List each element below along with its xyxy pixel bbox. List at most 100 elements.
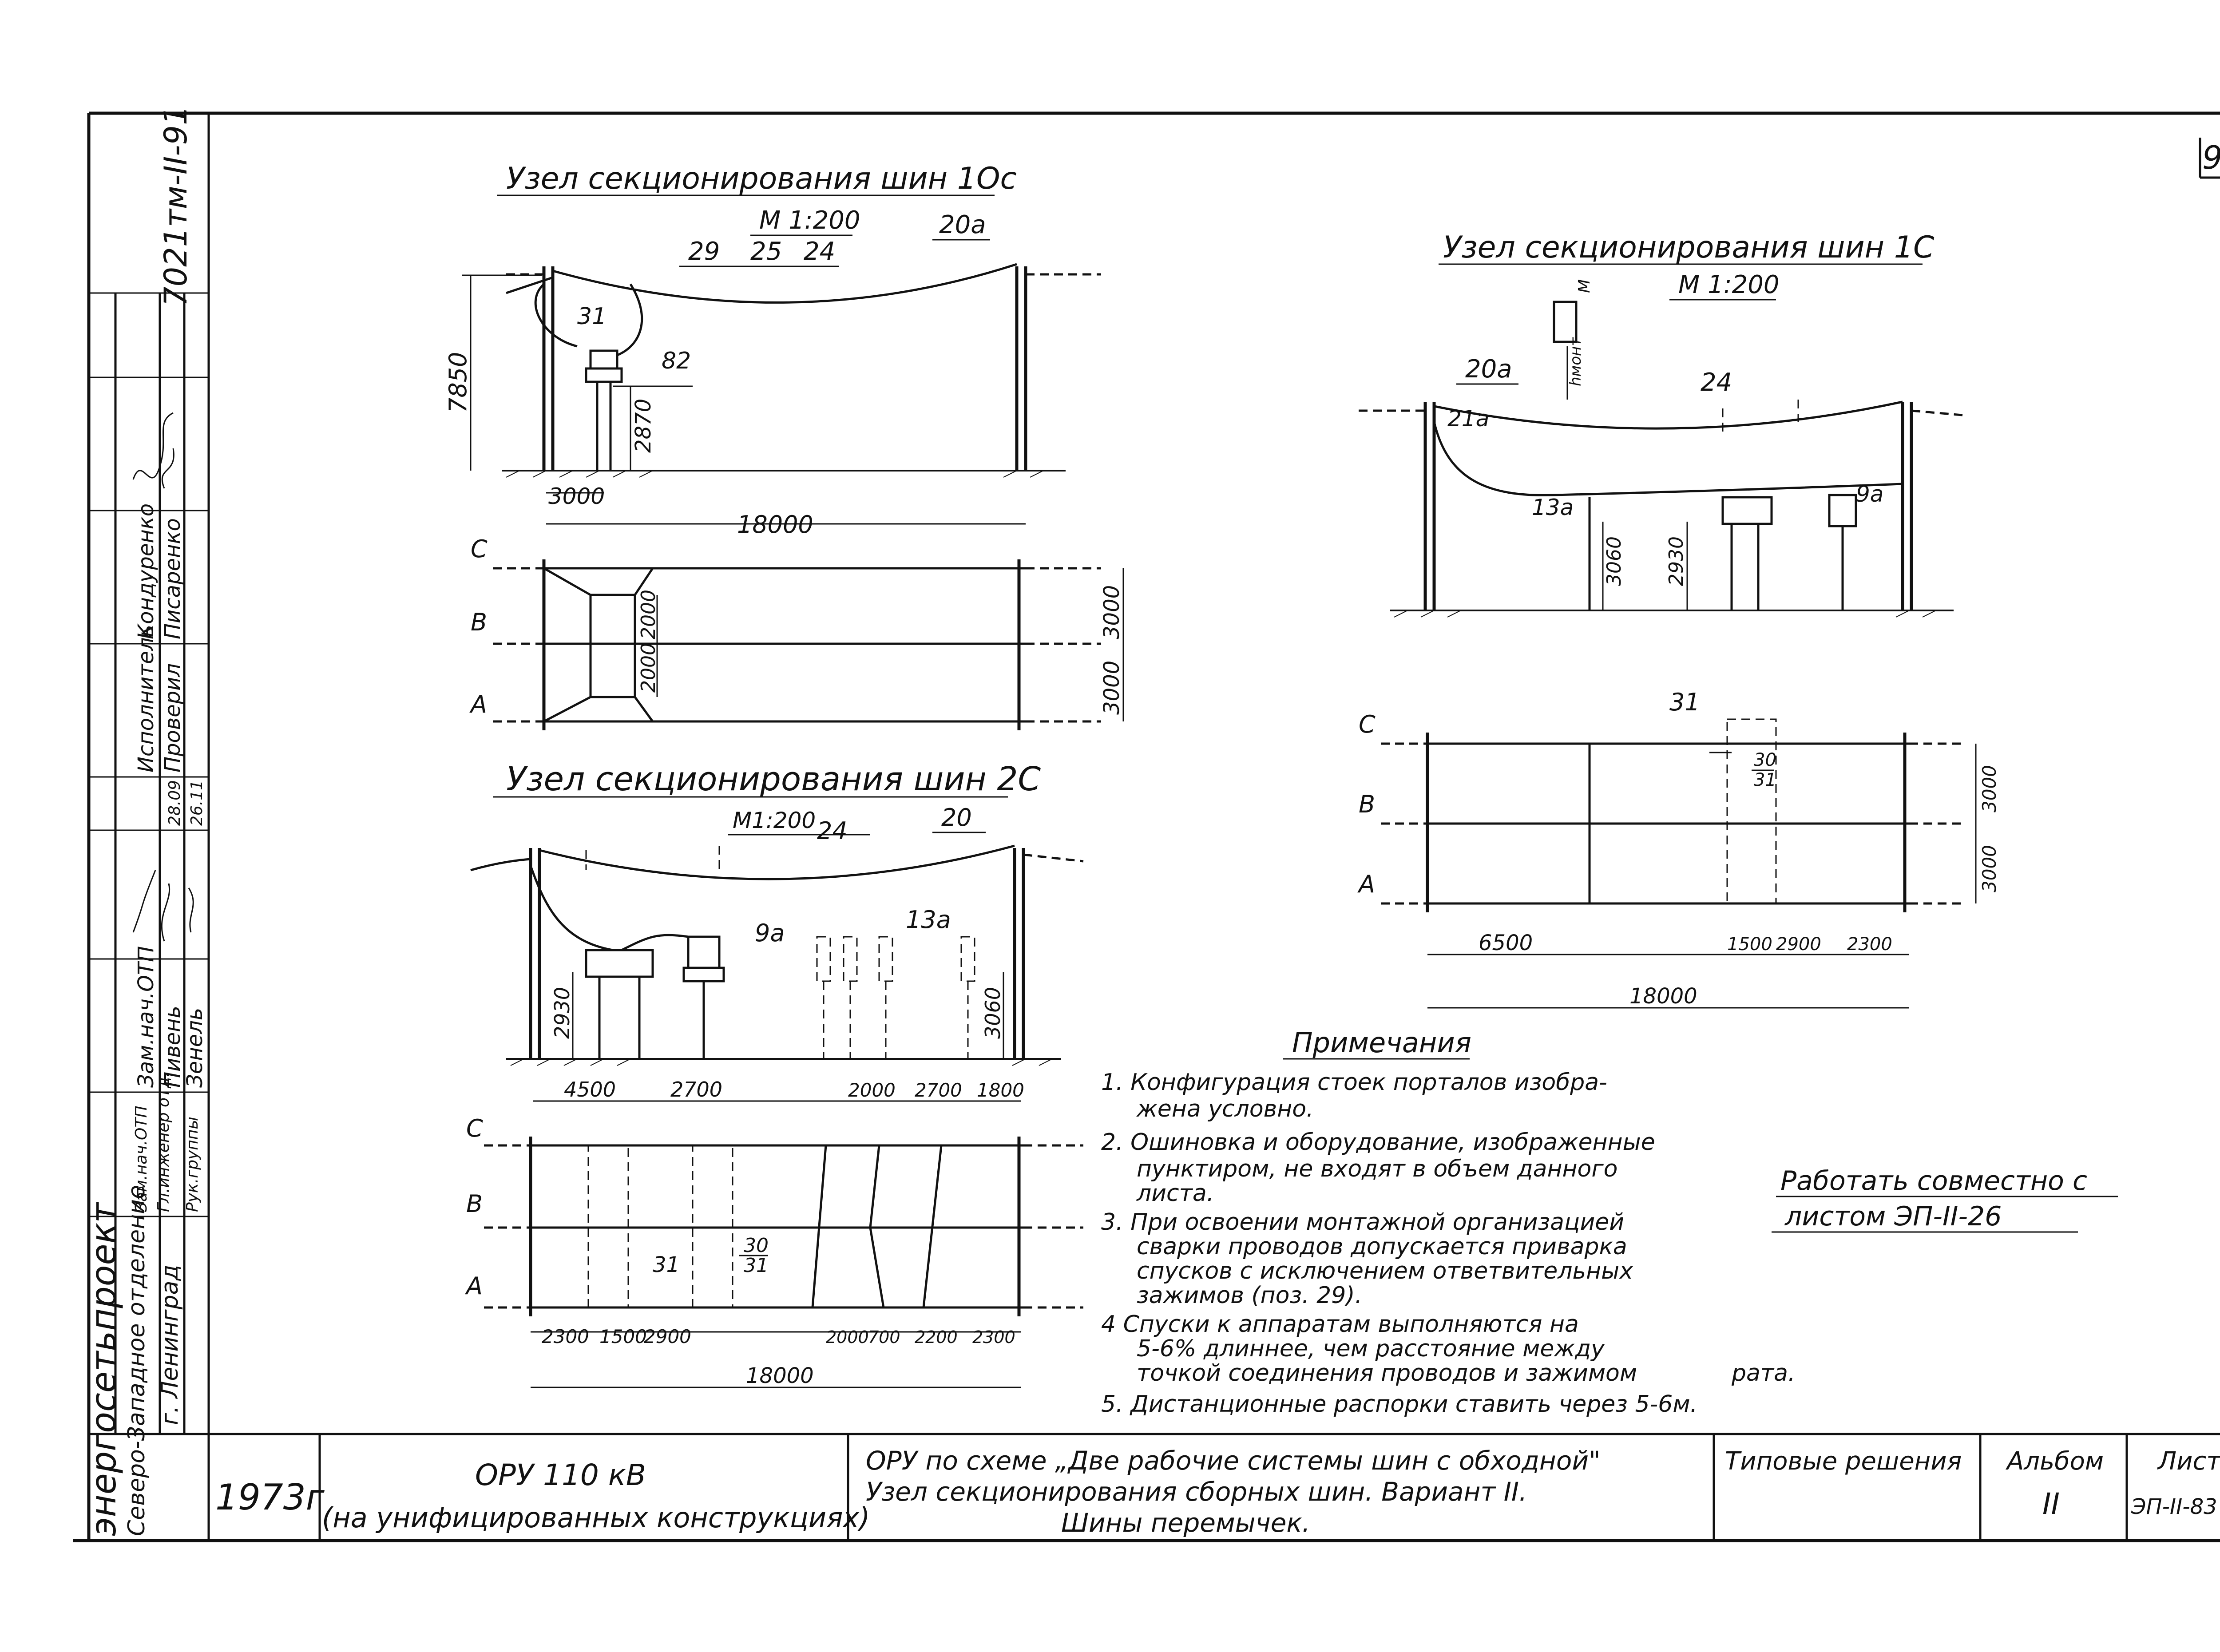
dim-1800: 1800: [977, 1079, 1024, 1101]
drawing-1c-scale: М 1:200: [1678, 270, 1780, 299]
role-deputy-title: Зам.нач.ОТП: [132, 1106, 151, 1212]
drawing-1o-plan: С В А 2000 2000 3000 3000: [469, 535, 1124, 730]
pos-13a-1c: 13а: [1532, 495, 1574, 520]
dim-3000-b: 3000: [1099, 661, 1124, 715]
note-line-9: зажимов (поз. 29).: [1137, 1282, 1362, 1309]
dim-3000-1c-a: 3000: [1978, 765, 2000, 812]
dim-2000-b: 2000: [826, 1327, 869, 1347]
dim-2300-1c: 2300: [1847, 934, 1892, 955]
note-line-8: спусков с исключением ответвительных: [1137, 1258, 1633, 1284]
pos-30-2c: 30: [744, 1234, 769, 1257]
drawing-2c-elevation: Узел секционирования шин 2С М1:200 24 20…: [470, 760, 1084, 1066]
phase-b: В: [471, 608, 487, 636]
signature-scribble: [132, 412, 174, 489]
note-line-1: 1. Конфигурация стоек порталов изобра-: [1101, 1069, 1607, 1096]
drawing-2c-scale: М1:200: [733, 808, 816, 833]
name-executor: Кондуренко: [134, 503, 159, 639]
dim-18000: 18000: [737, 511, 813, 539]
cross-ref-line-1: Работать совместно с: [1780, 1165, 2087, 1196]
role-chief: Пивень: [160, 1006, 185, 1088]
year: 1973г: [215, 1477, 325, 1518]
date-2: 26.11: [188, 780, 206, 826]
dim-1500-l: 1500: [599, 1326, 647, 1347]
phase-a-1c: А: [1357, 870, 1375, 898]
note-line-10: 4 Спуски к аппаратам выполняются на: [1101, 1311, 1579, 1338]
dim-2000-2: 2000: [637, 643, 660, 693]
pos-25: 25: [750, 237, 782, 266]
pos-31b-1c: 31: [1754, 770, 1776, 790]
dim-18000-2c: 18000: [746, 1363, 814, 1388]
drawing-1o-scale: М 1:200: [759, 206, 860, 235]
pos-29: 29: [688, 237, 720, 266]
note-line-14: 5. Дистанционные распорки ставить через …: [1101, 1391, 1697, 1418]
role-deputy: Зам.нач.ОТП: [134, 946, 159, 1088]
pos-31-1c: 31: [1669, 688, 1700, 716]
pos-24-2c: 24: [817, 817, 848, 845]
drawing-2c-title: Узел секционирования шин 2С: [506, 760, 1041, 798]
cross-ref-line-2: листом ЭП-II-26: [1784, 1201, 2002, 1232]
dim-3060-2c: 3060: [981, 987, 1005, 1039]
phase-a-2c: А: [465, 1272, 483, 1300]
pos-20-2c: 20: [941, 804, 972, 832]
doc-code: 7021тм-II-91: [158, 105, 194, 306]
org-branch: Северо-Западное отделение: [123, 1185, 150, 1536]
title-block: 1973г ОРУ 110 кВ (на унифицированных кон…: [215, 1434, 2220, 1541]
notes-block: Примечания 1. Конфигурация стоек портало…: [1101, 1026, 1796, 1418]
sheet-frame: [73, 111, 2220, 1542]
pos-20a-1c: 20а: [1465, 355, 1512, 384]
phase-b-1c: В: [1359, 790, 1375, 818]
org-city: г. Ленинград: [157, 1265, 183, 1425]
dim-2930-2c: 2930: [550, 987, 574, 1039]
phase-c-2c: С: [466, 1114, 483, 1142]
note-line-2: жена условно.: [1136, 1096, 1314, 1122]
dim-2000-1: 2000: [637, 590, 660, 639]
dim-2930-1c: 2930: [1665, 536, 1688, 586]
pos-20a: 20а: [939, 210, 986, 239]
dim-3000-a: 3000: [1099, 585, 1124, 639]
note-line-12: точкой соединения проводов и зажимом: [1137, 1360, 1637, 1387]
pos-31: 31: [577, 303, 607, 330]
note-line-6: 3. При освоении монтажной организацией: [1101, 1209, 1624, 1236]
title-1: ОРУ 110 кВ: [475, 1458, 646, 1492]
org-name: энергосетьпроект: [84, 1201, 124, 1536]
sheet-label: Лист: [2157, 1447, 2220, 1476]
drawing-2c-plan: 4500 2700 2000 2700 1800 С В А 31 30 31 …: [465, 1078, 1083, 1388]
pos-9a-2c: 9а: [755, 919, 785, 947]
dim-2900-1c: 2900: [1776, 934, 1821, 955]
signature-scribble: [132, 870, 194, 942]
album-value: II: [2042, 1487, 2060, 1521]
pos-24: 24: [804, 237, 835, 266]
note-line-5: листа.: [1136, 1180, 1214, 1207]
drawing-1o-title: Узел секционирования шин 1Ос: [506, 161, 1017, 196]
dim-2700-b: 2700: [915, 1079, 962, 1101]
drawing-1o-elevation: Узел секционирования шин 1Ос М 1:200 29 …: [444, 161, 1101, 539]
notes-title: Примечания: [1292, 1026, 1471, 1059]
dim-3000-1c-b: 3000: [1978, 845, 2000, 892]
dim-18000-1c: 18000: [1629, 984, 1697, 1009]
left-stamp: 7021тм-II-91 Исполнитель Кондуренко Пров…: [84, 105, 209, 1536]
dim-2700-a: 2700: [670, 1078, 722, 1101]
dim-2000-top: 2000: [848, 1079, 896, 1101]
dim-7850: 7850: [444, 352, 472, 413]
dim-2200: 2200: [915, 1327, 958, 1347]
title-2: (на унифицированных конструкциях): [322, 1501, 870, 1534]
role-checker: Проверил: [160, 663, 185, 773]
role-executor: Исполнитель: [134, 625, 159, 773]
drawing-1c-title: Узел секционирования шин 1С: [1443, 230, 1935, 265]
dim-2300-l: 2300: [542, 1326, 589, 1347]
dim-2300-r: 2300: [972, 1327, 1015, 1347]
dim-6500: 6500: [1479, 931, 1533, 955]
h-mont: hмонт: [1567, 337, 1585, 386]
role-group: Зенель: [182, 1008, 207, 1088]
note-line-3: 2. Ошиновка и оборудование, изображенные: [1101, 1129, 1655, 1156]
desc-2: Узел секционирования сборных шин. Вариан…: [866, 1477, 1527, 1507]
cross-reference: Работать совместно с листом ЭП-II-26: [1772, 1165, 2118, 1233]
note-line-11: 5-6% длиннее, чем расстояние между: [1137, 1335, 1605, 1362]
phase-c-1c: С: [1359, 710, 1376, 738]
sheet-value: ЭП-II-83: [2131, 1494, 2217, 1519]
phase-b-2c: В: [466, 1190, 483, 1218]
dim-3000: 3000: [548, 483, 605, 509]
album-label: Альбом: [2006, 1447, 2104, 1476]
pos-13a-2c: 13а: [906, 906, 951, 934]
